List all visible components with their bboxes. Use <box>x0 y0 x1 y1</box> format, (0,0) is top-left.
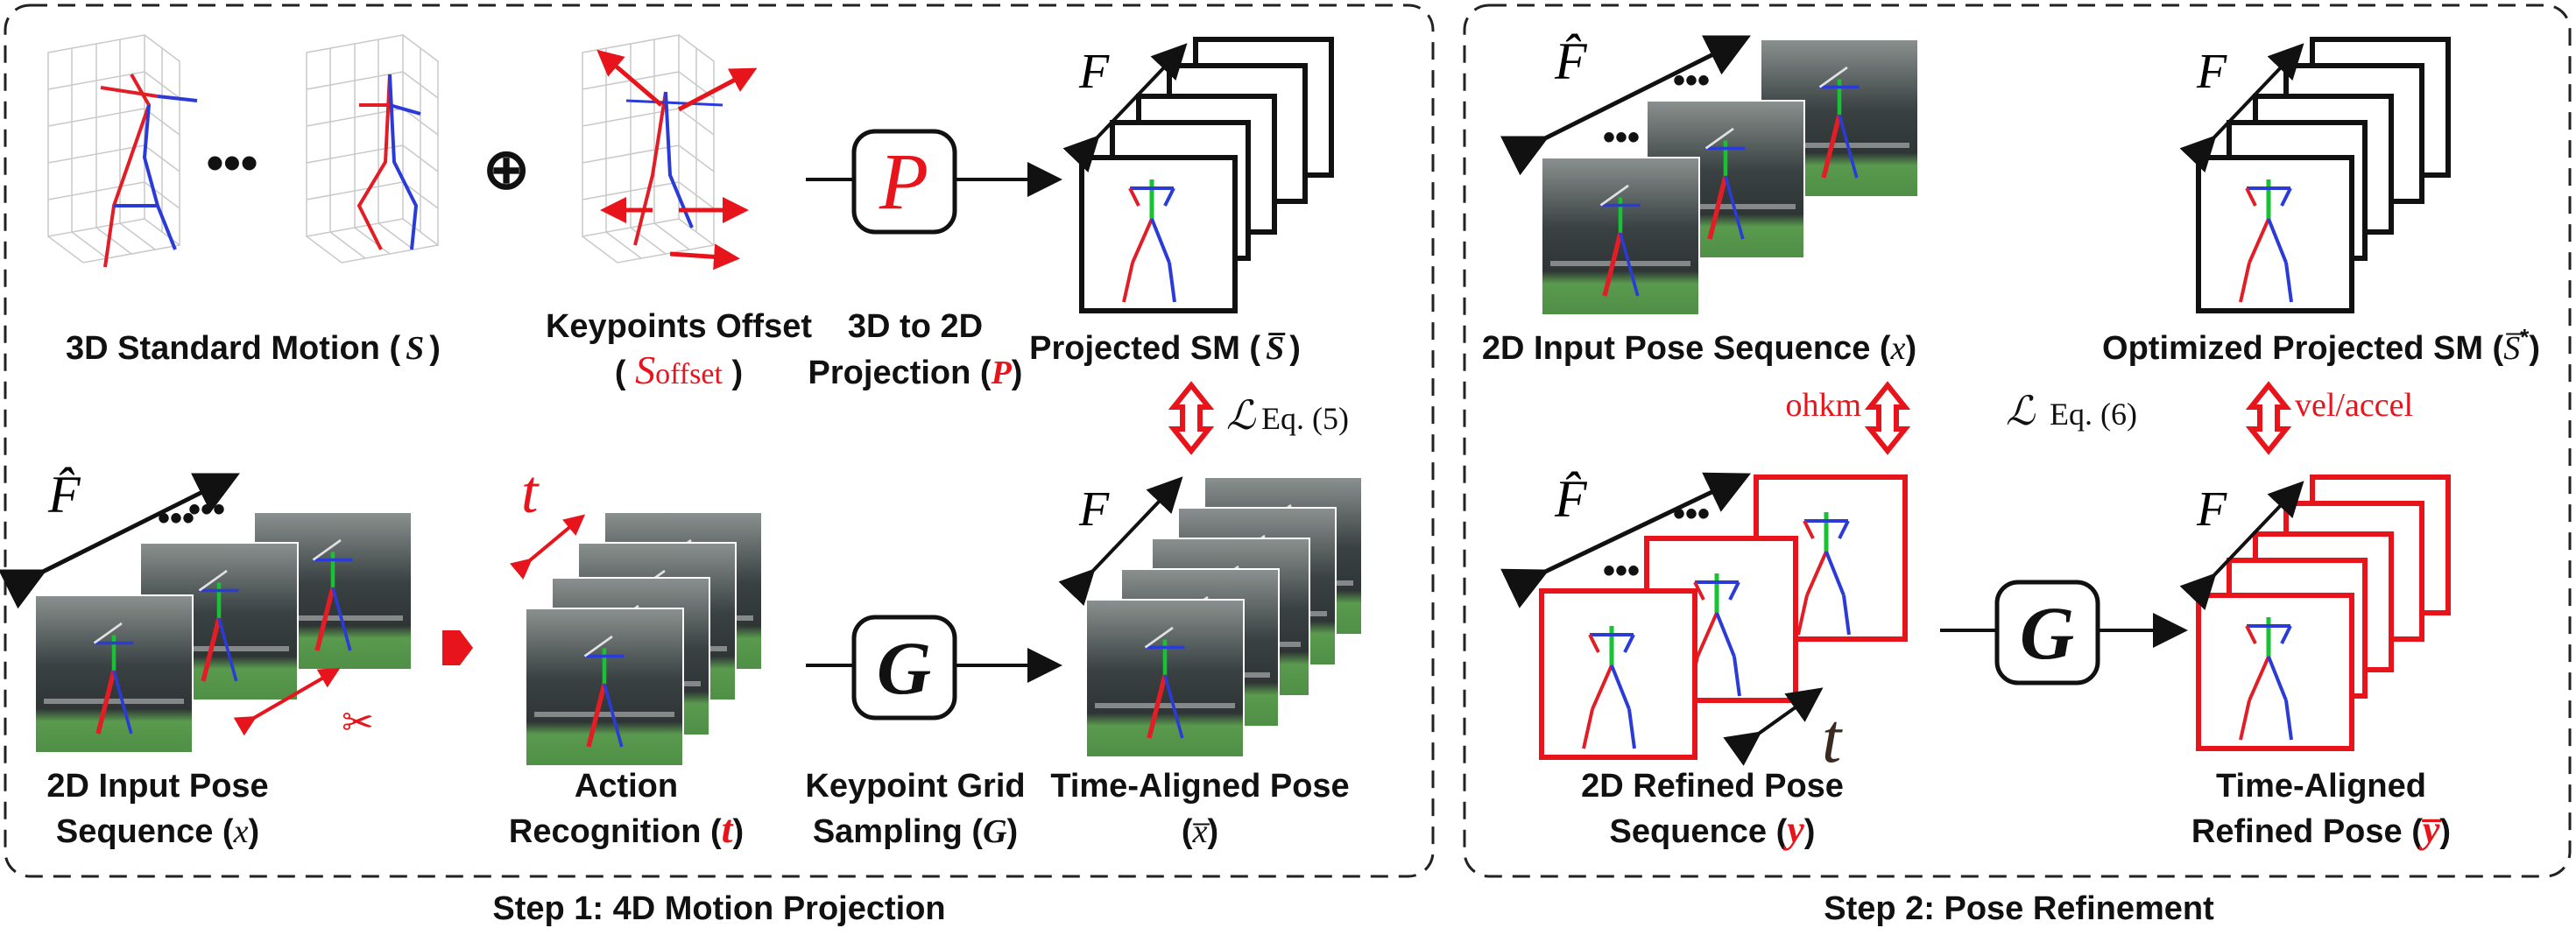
refined-sequence-stack <box>1539 475 1908 760</box>
grid-label-1: Keypoint Grid <box>805 768 1025 805</box>
projected-sm-stack <box>1079 37 1334 313</box>
oplus-icon: ⊕ <box>483 137 530 200</box>
input-frames-symbol: F̂ <box>47 466 81 524</box>
refined-frames-arrow <box>1500 472 1752 608</box>
trim-arrow <box>233 667 341 736</box>
step2-ellipsis-left: ••• <box>1603 118 1640 157</box>
step1-title: Step 1: 4D Motion Projection <box>492 890 945 927</box>
aligned-pose-stack <box>1086 477 1362 757</box>
optimized-sm-stack <box>2196 37 2451 313</box>
refined-ellipsis-right: ••• <box>1673 495 1710 533</box>
step1-panel <box>4 4 1435 878</box>
grid-label-2: Sampling (G) <box>813 813 1018 850</box>
loss-eq5: Eq. (5) <box>1261 401 1349 436</box>
arrow-to-action <box>442 630 473 665</box>
input-label-2: Sequence (x) <box>56 813 259 850</box>
frames-arrow <box>1062 43 1188 172</box>
grid-sampling-box <box>851 615 957 721</box>
refined-t-symbol: t <box>1822 700 1843 777</box>
step2-title: Step 2: Pose Refinement <box>1824 890 2214 927</box>
step2-input-label: 2D Input Pose Sequence (x) <box>1482 330 1916 367</box>
loss-symbol-eq6: ℒ <box>2006 389 2036 433</box>
input-ellipsis-left: ••• <box>158 499 194 538</box>
input-frames-arrow <box>0 473 240 609</box>
keypoints-offset-label: Keypoints Offset <box>546 308 812 345</box>
refined-t-arrow <box>1723 687 1824 766</box>
projection-label-2: Projection (P) <box>808 355 1023 391</box>
input-label-1: 2D Input Pose <box>46 768 268 805</box>
step2-input-frames-symbol: F̂ <box>1554 32 1588 90</box>
aligned-label-2: (x̅) <box>1182 813 1218 850</box>
step2-input-frames-arrow <box>1500 35 1751 176</box>
refined-aligned-frames-arrow <box>2179 481 2304 610</box>
keypoints-offset-frame <box>582 34 758 271</box>
loss-eq6: Eq. (6) <box>2050 397 2137 432</box>
refined-frames-symbol: F̂ <box>1554 470 1588 528</box>
grid-sampling-symbol: G <box>877 626 931 710</box>
optimized-sm-label: Optimized Projected SM (S̅*) <box>2102 324 2540 367</box>
optimized-frames-symbol: F <box>2196 45 2227 99</box>
step2-input-stack <box>1542 39 1918 315</box>
refined-aligned-label-2: Refined Pose (y̅) <box>2191 808 2451 851</box>
refined-label-2: Sequence (y) <box>1610 808 1816 851</box>
keypoints-offset-symbol: ( Soffset ) <box>615 348 743 392</box>
refined-label-1: 2D Refined Pose <box>1581 768 1844 805</box>
aligned-frames-arrow <box>1058 476 1183 606</box>
standard-motion-frame-2 <box>306 34 439 264</box>
refined-aligned-frames-symbol: F <box>2196 482 2227 537</box>
step2-panel <box>1463 4 2572 878</box>
action-t-arrow <box>509 514 586 580</box>
ellipsis: ••• <box>207 135 258 190</box>
optimized-frames-arrow <box>2179 43 2304 172</box>
aligned-label-1: Time-Aligned Pose <box>1050 768 1349 805</box>
action-label-1: Action <box>575 768 678 805</box>
ohkm-label: ohkm <box>1785 387 1861 424</box>
step2-ellipsis-right: ••• <box>1673 61 1710 100</box>
vel-accel-label: vel/accel <box>2295 387 2413 424</box>
vel-accel-arrow <box>2245 381 2292 455</box>
action-stack <box>526 512 762 766</box>
step2-grid-box <box>1994 580 2100 685</box>
frames-symbol: F <box>1078 45 1110 99</box>
refined-ellipsis-left: ••• <box>1603 552 1640 590</box>
action-label-2: Recognition (t) <box>509 806 744 851</box>
ohkm-arrow <box>1864 381 1911 455</box>
standard-motion-label: 3D Standard Motion (S) <box>66 330 441 367</box>
step2-grid-symbol: G <box>2020 591 2074 675</box>
standard-motion-frame-1 <box>47 34 198 268</box>
projection-label-1: 3D to 2D <box>848 308 983 345</box>
projection-box <box>851 129 957 235</box>
loss-eq5-arrow <box>1168 381 1215 455</box>
input-ellipsis-right: ••• <box>188 490 225 529</box>
aligned-frames-symbol: F <box>1078 482 1110 537</box>
projection-symbol: P <box>879 137 928 226</box>
scissors-icon: ✂ <box>342 701 374 744</box>
refined-aligned-stack <box>2196 475 2451 751</box>
action-t-symbol: t <box>521 459 540 526</box>
refined-aligned-label-1: Time-Aligned <box>2216 768 2426 805</box>
loss-symbol-eq5: ℒ <box>1226 393 1256 438</box>
projected-sm-label: Projected SM (S̅) <box>1029 330 1301 367</box>
